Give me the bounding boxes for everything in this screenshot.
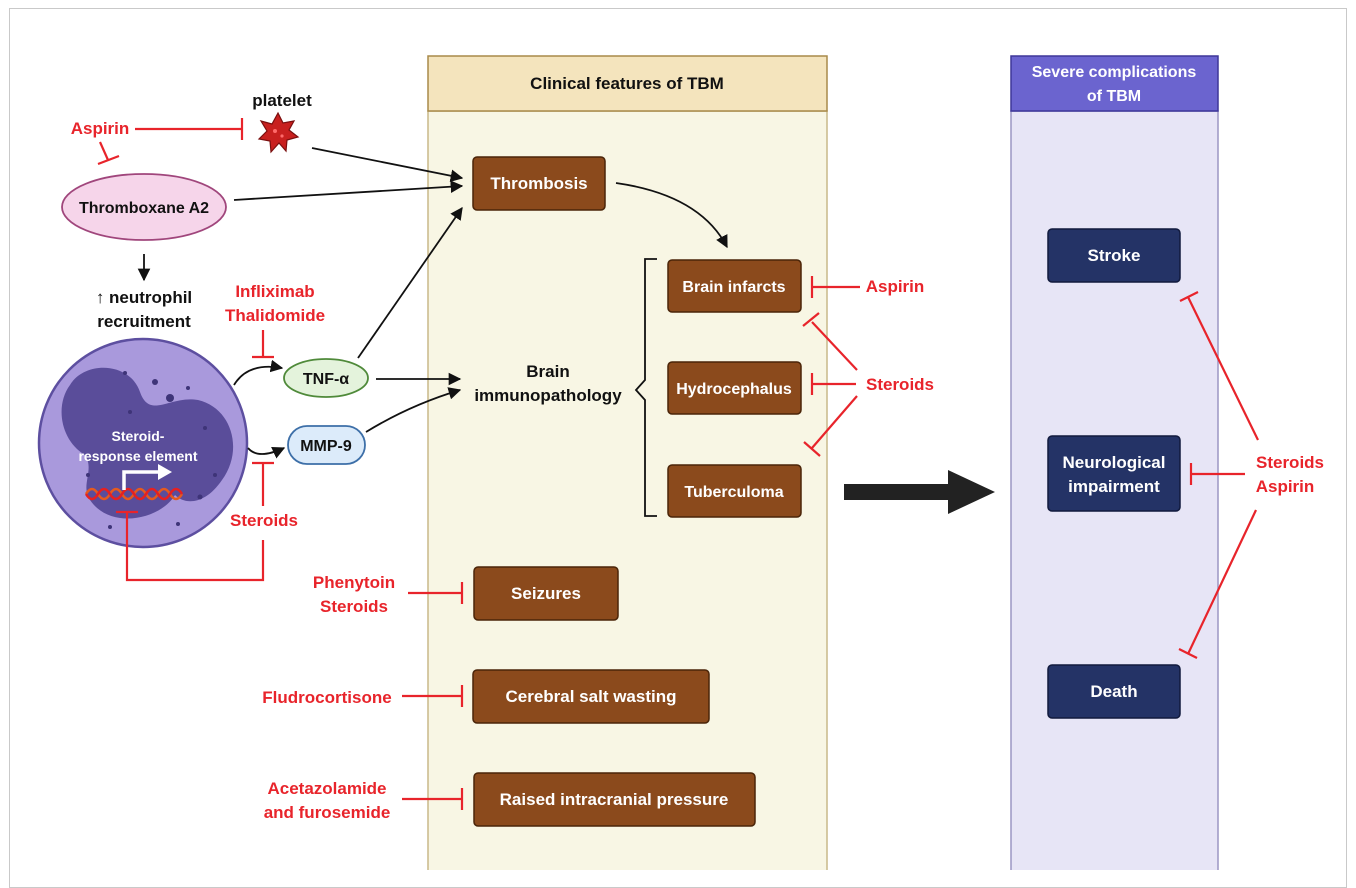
- tuberculoma-box: Tuberculoma: [667, 464, 802, 518]
- seizures-box: Seizures: [473, 566, 619, 621]
- stroke-label: Stroke: [1088, 246, 1141, 265]
- acetazolamide-label: Acetazolamide: [267, 779, 386, 798]
- phenytoin-label: Phenytoin: [313, 573, 395, 592]
- clinical-panel-title: Clinical features of TBM: [530, 74, 724, 93]
- brain-immunopathology-line2: immunopathology: [474, 386, 622, 405]
- aspirin-top-label: Aspirin: [71, 119, 130, 138]
- hydrocephalus-box: Hydrocephalus: [667, 361, 802, 415]
- right-arrow-icon: [844, 470, 995, 514]
- neurological-impairment-line2: impairment: [1068, 477, 1160, 496]
- aspirin-infarcts-label: Aspirin: [866, 277, 925, 296]
- arrow-mmp9-immunopathology: [365, 387, 462, 433]
- death-label: Death: [1090, 682, 1137, 701]
- complications-title-line1: Severe complications: [1032, 64, 1197, 81]
- inhibitor-lines: [97, 118, 1259, 810]
- pathway-arrows: [137, 147, 728, 459]
- raised-icp-label: Raised intracranial pressure: [500, 790, 729, 809]
- mmp9-label: MMP-9: [300, 438, 352, 455]
- brain-infarcts-label: Brain infarcts: [682, 279, 785, 296]
- arrow-cell-mmp9: [247, 447, 286, 459]
- neurological-impairment-line1: Neurological: [1063, 453, 1166, 472]
- arrow-thrombosis-infarcts: [615, 182, 728, 249]
- thromboxane-label: Thromboxane A2: [79, 200, 209, 217]
- neurological-impairment-box: Neurological impairment: [1047, 435, 1181, 512]
- steroids-brain-label: Steroids: [866, 375, 934, 394]
- clinical-panel-header: [427, 55, 828, 112]
- neutrophil-cell-icon: [37, 337, 249, 549]
- arrow-cell-tnf: [233, 359, 284, 386]
- complications-title-line2: of TBM: [1087, 88, 1141, 105]
- hydrocephalus-label: Hydrocephalus: [676, 381, 792, 398]
- neutrophil-recruitment-line1: ↑ neutrophil: [96, 288, 192, 307]
- cerebral-salt-wasting-label: Cerebral salt wasting: [505, 687, 676, 706]
- platelet-label: platelet: [252, 91, 312, 110]
- grouping-brace: [634, 258, 657, 517]
- seizures-label: Seizures: [511, 584, 581, 603]
- steroid-element-line2: response element: [78, 448, 197, 464]
- cerebral-salt-wasting-box: Cerebral salt wasting: [472, 669, 710, 724]
- arrow-thromboxane-thrombosis: [233, 180, 464, 201]
- steroids-cell-label: Steroids: [230, 511, 298, 530]
- tnf-alpha-label: TNF-α: [303, 371, 349, 388]
- steroids-complications-label: Steroids: [1256, 453, 1324, 472]
- phenytoin-steroids-label: Steroids: [320, 597, 388, 616]
- tnf-alpha-node: TNF-α: [283, 358, 369, 398]
- thromboxane-node: Thromboxane A2: [61, 173, 227, 241]
- brain-infarcts-box: Brain infarcts: [667, 259, 802, 313]
- fludrocortisone-label: Fludrocortisone: [262, 688, 391, 707]
- thrombosis-box: Thrombosis: [472, 156, 606, 211]
- arrow-platelet-thrombosis: [311, 147, 464, 182]
- mmp9-node: MMP-9: [287, 425, 366, 465]
- steroid-element-line1: Steroid-: [112, 428, 165, 444]
- complications-panel-header: [1010, 55, 1219, 112]
- tuberculoma-label: Tuberculoma: [684, 484, 783, 501]
- arrow-tnf-thrombosis: [357, 206, 463, 359]
- thalidomide-label: Thalidomide: [225, 306, 325, 325]
- tbm-diagram: Clinical features of TBM Severe complica…: [37, 55, 1324, 870]
- platelet-icon: [257, 111, 300, 154]
- neutrophil-recruitment-line2: recruitment: [97, 312, 191, 331]
- brain-immunopathology-line1: Brain: [526, 362, 569, 381]
- raised-icp-box: Raised intracranial pressure: [473, 772, 756, 827]
- infliximab-label: Infliximab: [235, 282, 314, 301]
- furosemide-label: and furosemide: [264, 803, 391, 822]
- stroke-box: Stroke: [1047, 228, 1181, 283]
- death-box: Death: [1047, 664, 1181, 719]
- thrombosis-label: Thrombosis: [490, 174, 587, 193]
- aspirin-complications-label: Aspirin: [1256, 477, 1315, 496]
